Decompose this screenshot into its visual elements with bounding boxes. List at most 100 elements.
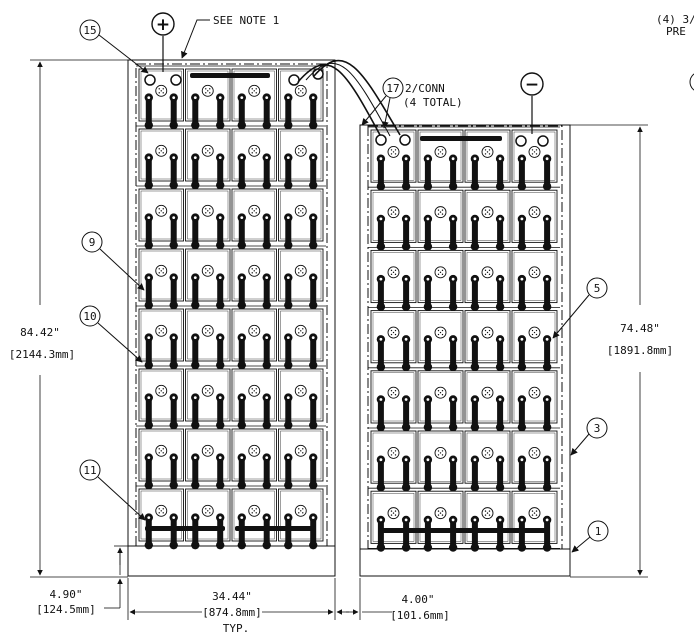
left-tier8-cell4 — [278, 488, 324, 550]
left-tier1-cell1 — [138, 68, 184, 130]
positive-sign: + — [156, 15, 170, 35]
top-right-note-line1: (4) 3/ — [656, 13, 694, 26]
right-top-busbar — [420, 136, 502, 141]
left-tier7-cell2 — [185, 428, 231, 490]
right-tier3-cell1 — [370, 249, 417, 311]
left-tier6-cell2 — [185, 368, 231, 430]
base-height-inch: 4.90" — [49, 588, 82, 601]
left-tier5-cell2 — [185, 308, 231, 370]
conn-label-1: 2/CONN — [405, 82, 445, 95]
right-tier4-cell3 — [464, 310, 511, 372]
right-rack-cells — [368, 126, 560, 552]
left-bottom-busbar-b — [235, 526, 315, 531]
right-rack-outline — [367, 125, 563, 550]
right-tier5-cell2 — [417, 370, 464, 432]
left-tier1-cell3 — [231, 68, 277, 130]
left-rack-cells — [136, 65, 326, 550]
right-tier6-cell3 — [464, 430, 511, 492]
left-tier1-cell2 — [185, 68, 231, 130]
callout-17: 17 — [386, 82, 399, 95]
right-height-inch: 74.48" — [620, 322, 660, 335]
left-tier2-cell2 — [185, 128, 231, 190]
left-height-inch: 84.42" — [20, 326, 60, 339]
connector-cable-2 — [313, 59, 401, 136]
left-tier7-cell1 — [138, 428, 184, 490]
left-tier7-cell4 — [278, 428, 324, 490]
left-rack-base — [127, 545, 336, 577]
gap-inch: 4.00" — [401, 593, 434, 606]
base-height-mm: [124.5mm] — [36, 603, 96, 616]
left-tier6-cell3 — [231, 368, 277, 430]
left-tier3-cell2 — [185, 188, 231, 250]
left-rack-outline — [135, 63, 328, 547]
left-tier3-cell1 — [138, 188, 184, 250]
callout-15: 15 — [83, 24, 96, 37]
connector-cable-3 — [305, 62, 391, 137]
left-tier2-cell4 — [278, 128, 324, 190]
connector-cable-1 — [297, 64, 381, 136]
left-tier3-cell3 — [231, 188, 277, 250]
left-top-busbar — [190, 73, 270, 78]
right-tier7-cell1 — [370, 490, 417, 552]
right-tier3-cell2 — [417, 249, 464, 311]
right-bottom-busbar — [380, 528, 550, 533]
width-inch: 34.44" — [212, 590, 252, 603]
right-tier6-cell1 — [370, 430, 417, 492]
left-tier3-cell4 — [278, 188, 324, 250]
top-right-note-line2: PRE — [666, 25, 686, 38]
right-tier7-cell3 — [464, 490, 511, 552]
right-tier7-cell4 — [511, 490, 558, 552]
right-tier3-cell3 — [464, 249, 511, 311]
callout-11: 11 — [83, 464, 96, 477]
clipped-bubble-edge — [689, 73, 694, 91]
negative-terminal-symbol — [520, 72, 544, 96]
conn-label-2: (4 TOTAL) — [403, 96, 463, 109]
callout-10: 10 — [83, 310, 96, 323]
left-tier2-cell3 — [231, 128, 277, 190]
right-tier4-cell4 — [511, 310, 558, 372]
right-tier2-cell1 — [370, 189, 417, 251]
positive-terminal-symbol — [151, 12, 175, 36]
left-tier7-cell3 — [231, 428, 277, 490]
left-tier4-cell2 — [185, 248, 231, 310]
gap-mm: [101.6mm] — [390, 609, 450, 622]
left-tier4-cell4 — [278, 248, 324, 310]
left-tier5-cell3 — [231, 308, 277, 370]
right-tier2-cell4 — [511, 189, 558, 251]
callout-5: 5 — [594, 282, 601, 295]
callout-1: 1 — [595, 525, 602, 538]
see-note-label: SEE NOTE 1 — [213, 14, 279, 27]
left-tier8-cell3 — [231, 488, 277, 550]
negative-sign: − — [525, 75, 539, 95]
callout-9: 9 — [89, 236, 96, 249]
right-tier2-cell3 — [464, 189, 511, 251]
right-rack-base — [359, 548, 571, 577]
right-tier5-cell1 — [370, 370, 417, 432]
width-typ: TYP. — [223, 622, 250, 635]
width-mm: [874.8mm] — [202, 606, 262, 619]
right-tier6-cell4 — [511, 430, 558, 492]
right-tier6-cell2 — [417, 430, 464, 492]
right-tier3-cell4 — [511, 249, 558, 311]
left-bottom-busbar-a — [145, 526, 225, 531]
left-tier4-cell1 — [138, 248, 184, 310]
left-tier5-cell1 — [138, 308, 184, 370]
right-tier4-cell1 — [370, 310, 417, 372]
right-tier7-cell2 — [417, 490, 464, 552]
left-tier6-cell4 — [278, 368, 324, 430]
right-tier4-cell2 — [417, 310, 464, 372]
left-tier4-cell3 — [231, 248, 277, 310]
right-tier2-cell2 — [417, 189, 464, 251]
right-height-mm: [1891.8mm] — [607, 344, 673, 357]
callout-3: 3 — [594, 422, 601, 435]
left-tier5-cell4 — [278, 308, 324, 370]
left-tier8-cell2 — [185, 488, 231, 550]
right-tier5-cell3 — [464, 370, 511, 432]
left-height-mm: [2144.3mm] — [9, 348, 75, 361]
left-tier2-cell1 — [138, 128, 184, 190]
left-tier6-cell1 — [138, 368, 184, 430]
left-tier8-cell1 — [138, 488, 184, 550]
right-tier5-cell4 — [511, 370, 558, 432]
